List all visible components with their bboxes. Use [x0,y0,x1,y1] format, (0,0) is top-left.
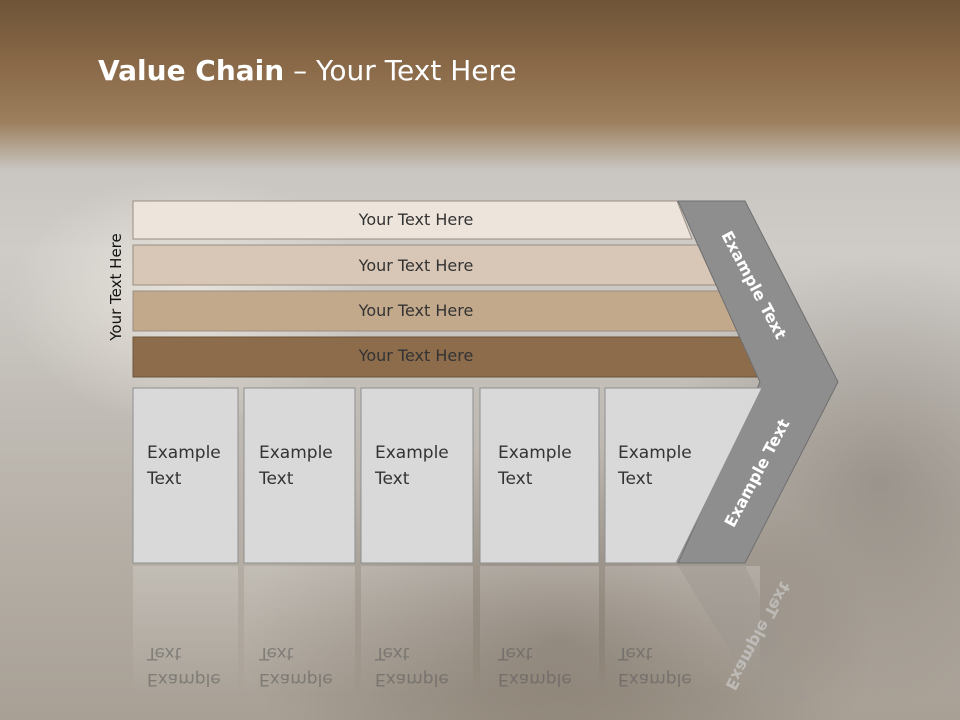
cell-line: Example [259,443,333,463]
cell-line-reflection: Example [375,669,449,689]
cell-line: Example [375,443,449,463]
primary-cell-2 [243,387,356,564]
title-bold: Value Chain [98,54,285,87]
cell-line-reflection: Text [147,643,182,663]
primary-cell-4 [479,387,600,564]
cell-line-reflection: Example [498,669,572,689]
cell-line-reflection: Example [147,669,221,689]
primary-cell-5 [604,387,763,564]
cell-line: Example [498,443,572,463]
bar-label-3: Your Text Here [358,301,474,320]
cell-line: Example [618,443,692,463]
cell-line: Text [375,469,410,489]
cell-reflection [133,566,238,696]
cell-text-reflection: Example Text [498,640,572,692]
cell-line-reflection: Example [259,669,333,689]
cell-line-reflection: Example [618,669,692,689]
side-label: Your Text Here [107,233,125,341]
header-band [0,0,960,170]
cell-line-reflection: Text [618,643,653,663]
cell-reflection [244,566,355,696]
cell-line: Text [147,469,182,489]
cell-reflection [605,566,760,696]
cell-line-reflection: Text [259,643,294,663]
cell-line: Text [618,469,653,489]
cell-line: Text [498,469,533,489]
cell-text-reflection: Example Text [259,640,333,692]
bar-label-2: Your Text Here [358,256,474,275]
bar-label-1: Your Text Here [358,210,474,229]
cell-line-reflection: Text [498,643,533,663]
support-bar-1 [132,200,693,240]
cell-text-reflection: Example Text [375,640,449,692]
chevron-reflection [678,566,810,700]
title-rest: – Your Text Here [284,54,517,87]
cell-line-reflection: Text [375,643,410,663]
cell-reflection [361,566,473,696]
cell-text-reflection: Example Text [147,640,221,692]
cell-reflection [480,566,599,696]
reflection [133,566,810,700]
slide-title: Value Chain – Your Text Here [98,54,517,87]
cell-line: Example [147,443,221,463]
cell-line: Text [259,469,294,489]
primary-cell-1 [132,387,239,564]
cell-text-reflection: Example Text [618,640,692,692]
bar-label-4: Your Text Here [358,346,474,365]
margin-chevron [677,200,839,564]
primary-cell-3 [360,387,474,564]
